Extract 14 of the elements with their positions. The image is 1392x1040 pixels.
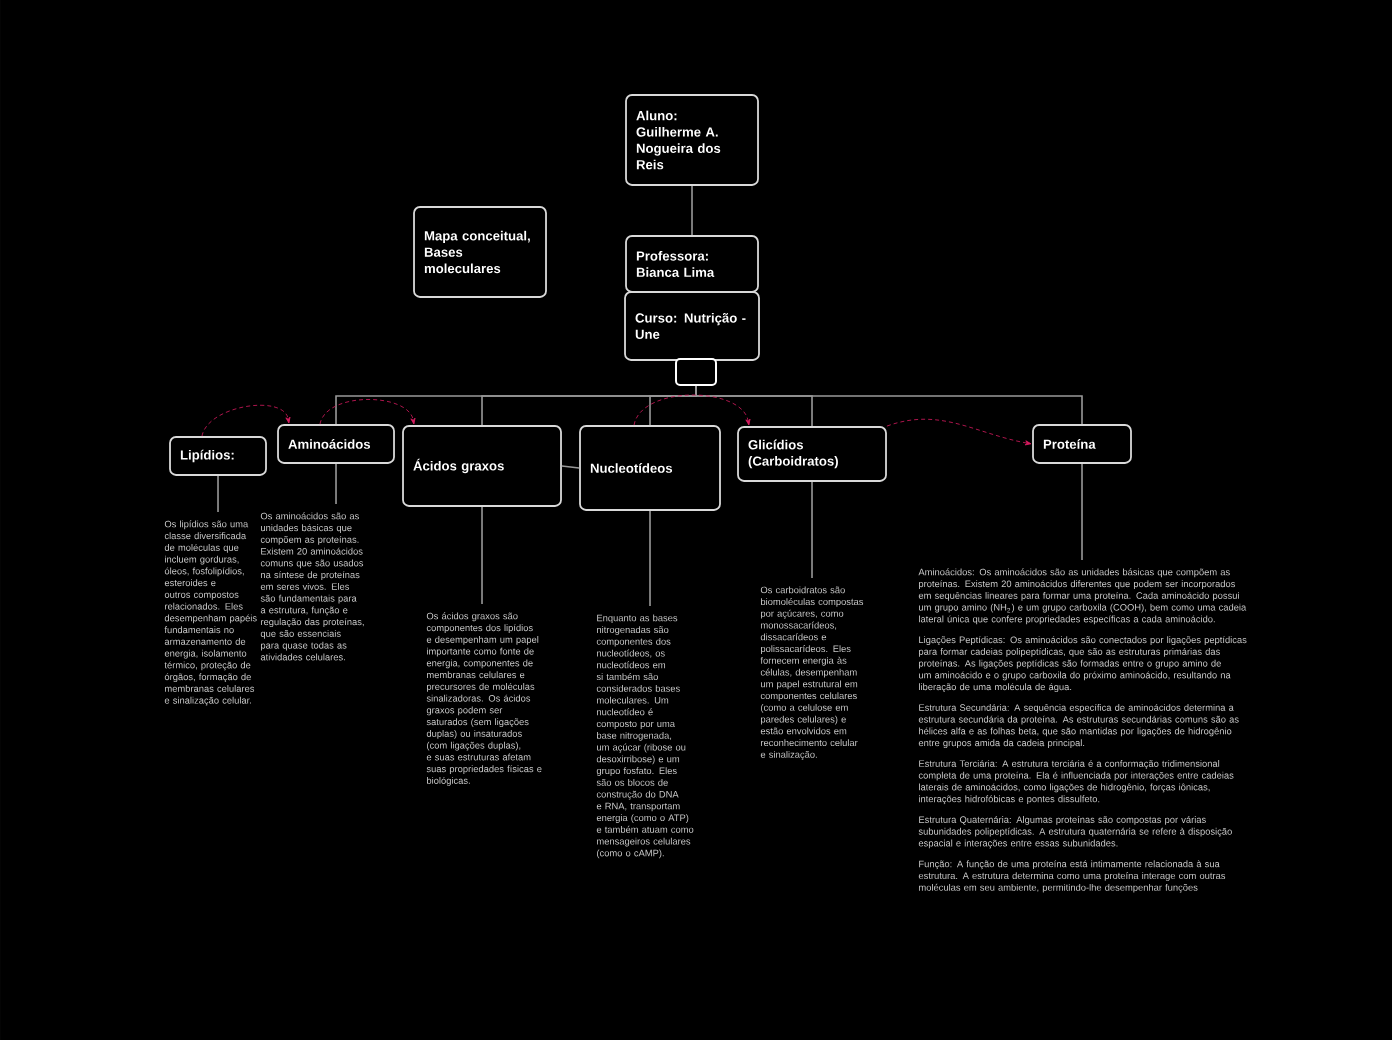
connector <box>691 185 693 236</box>
connector <box>649 510 651 607</box>
connector <box>633 394 751 426</box>
connector <box>1081 463 1083 561</box>
connector <box>561 465 580 469</box>
connector <box>695 385 1083 425</box>
connector <box>335 463 337 505</box>
connector <box>481 506 483 605</box>
connector <box>201 405 291 437</box>
connector <box>811 481 813 579</box>
connector <box>217 475 219 513</box>
connector <box>886 418 1032 446</box>
root-box <box>675 358 717 386</box>
connector <box>319 399 416 425</box>
